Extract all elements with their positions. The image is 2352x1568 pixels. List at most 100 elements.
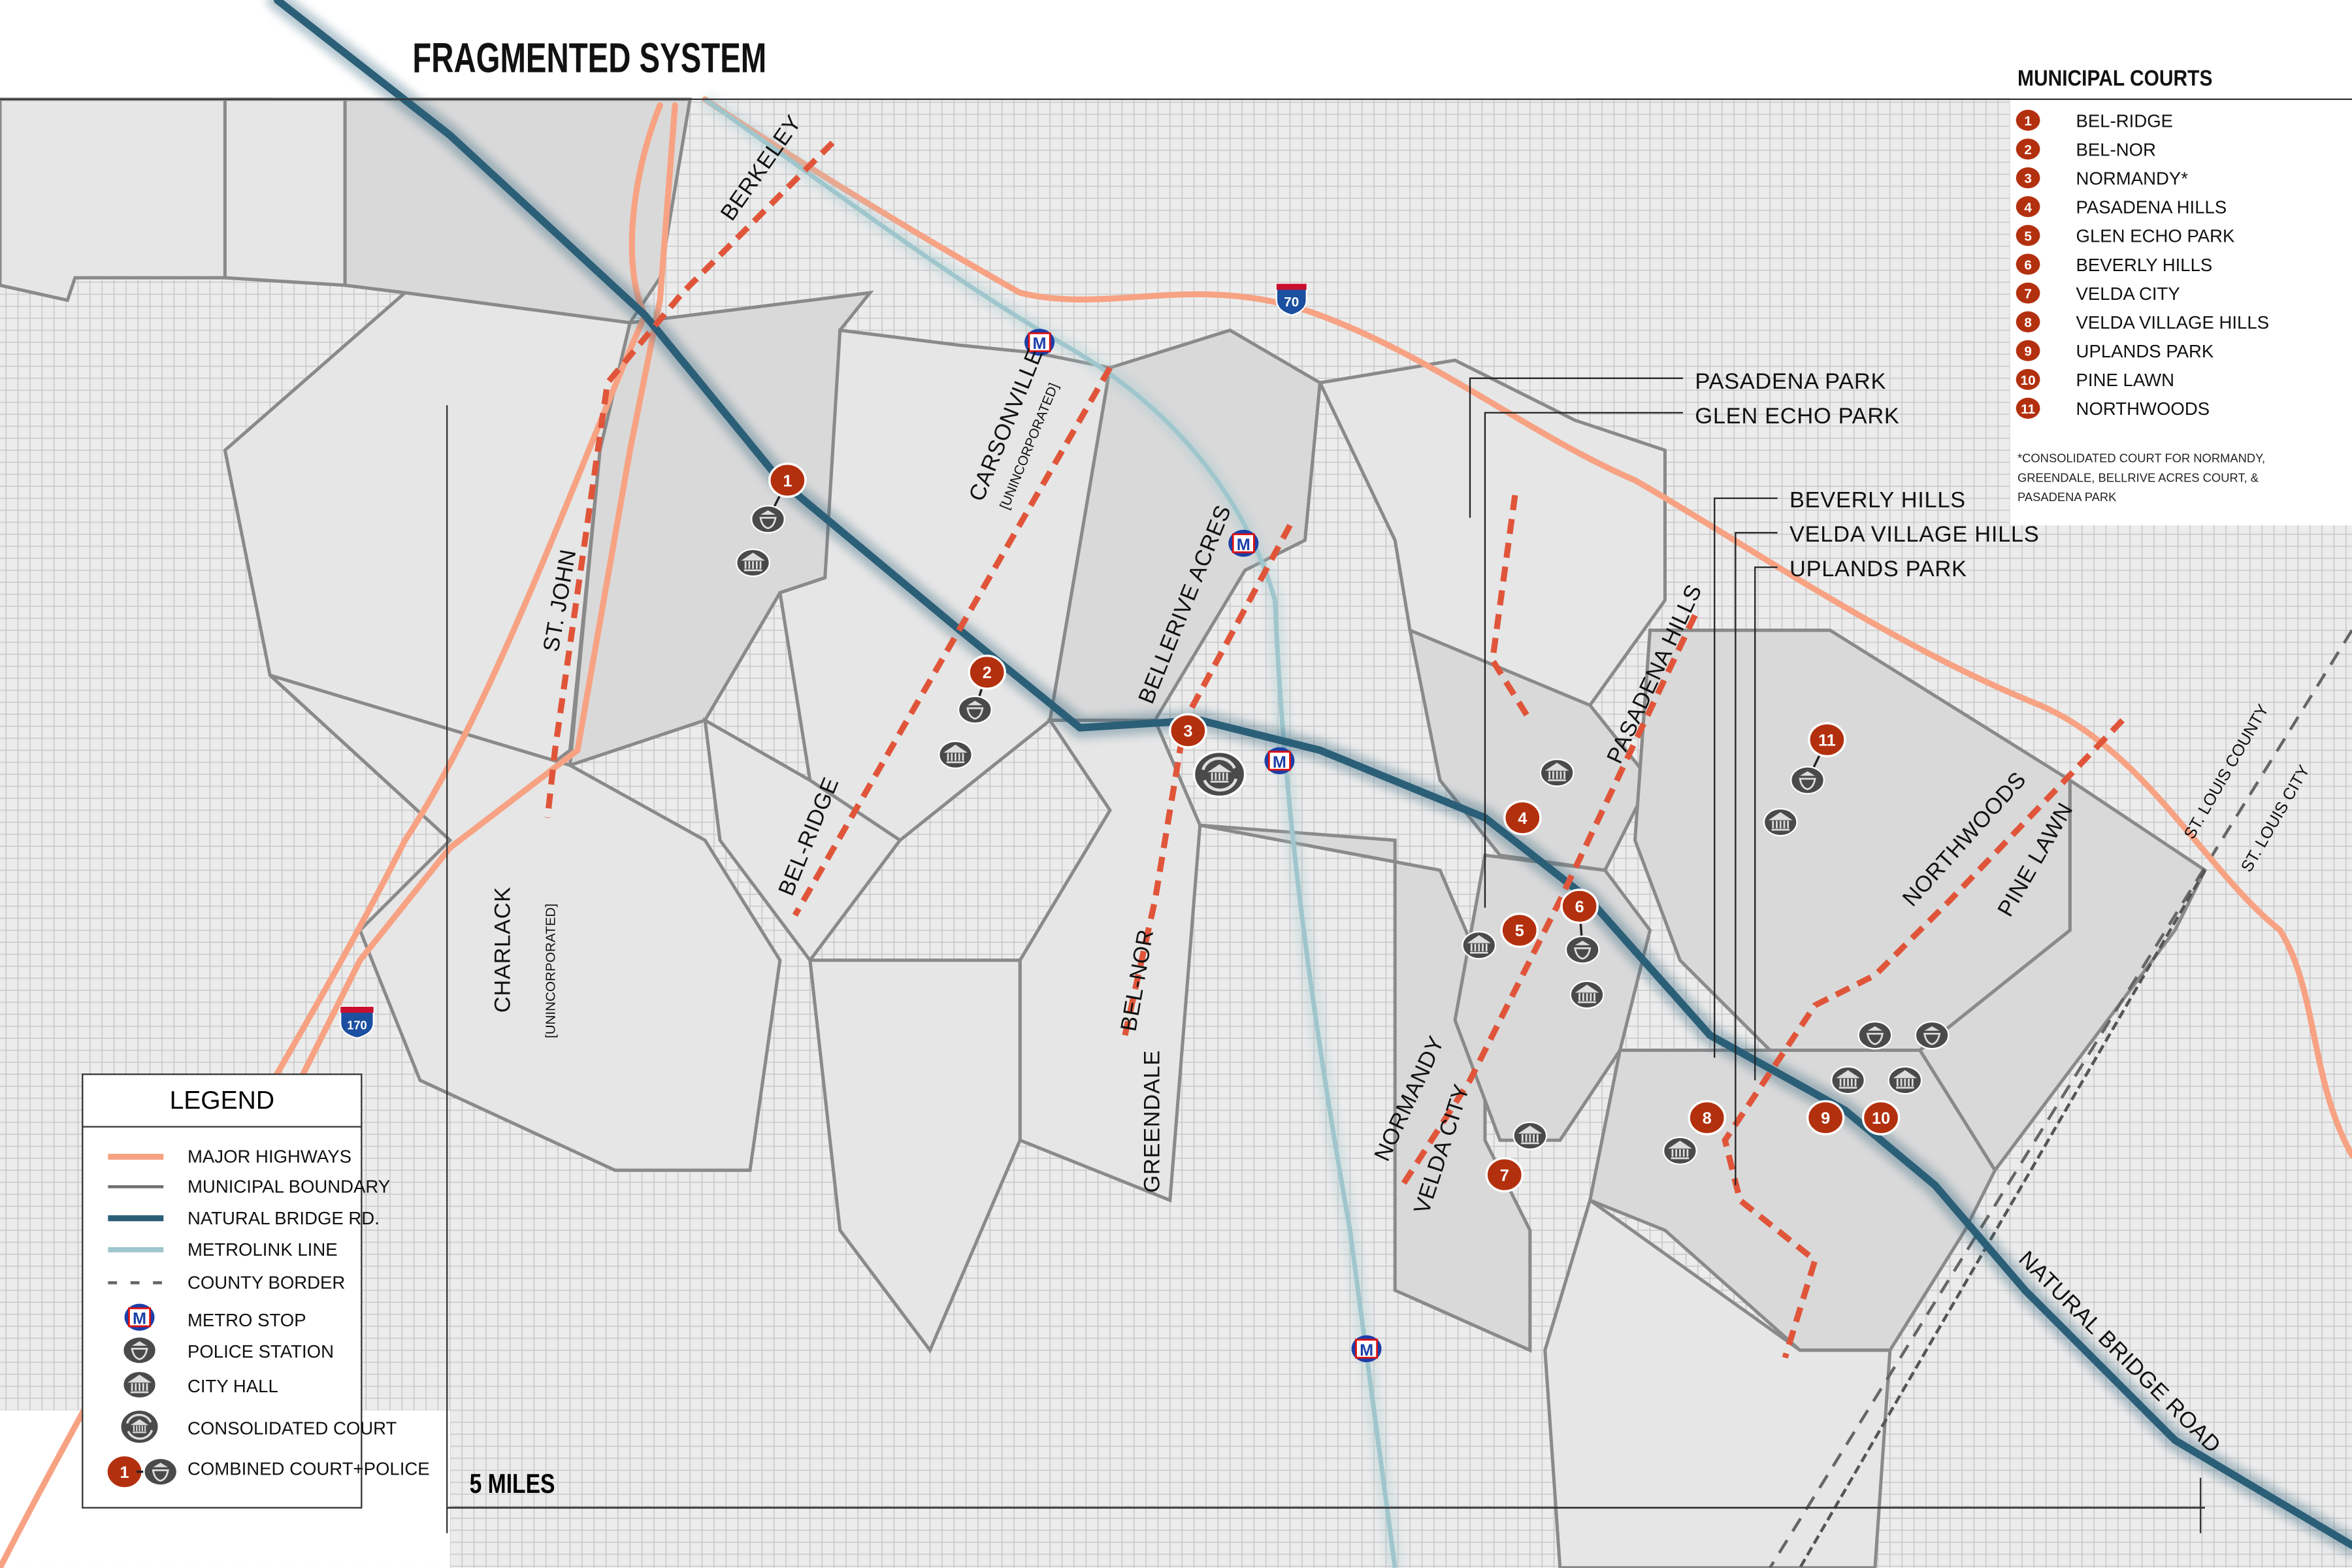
court-number: 10 [2021,373,2036,388]
court-marker-11[interactable]: 11 [1808,722,1846,758]
natural-bridge-road [267,0,2352,1556]
court-list-item: 6 BEVERLY HILLS [2016,253,2213,275]
city-hall-icon[interactable] [1512,1121,1548,1151]
place-label-charlack-unincorporated: [UNINCORPORATED] [543,904,558,1038]
city-hall-icon[interactable] [736,548,770,578]
city-hall-icon[interactable] [122,1370,157,1399]
legend-label-city-hall-icon: CITY HALL [188,1376,278,1396]
court-number: 1 [120,1463,129,1482]
court-number: 1 [783,472,792,490]
svg-text:M: M [133,1310,146,1328]
courts-footnote-line-2: GREENDALE, BELLRIVE ACRES COURT, & [2017,470,2259,484]
map-markers: M M M M 1 2 3 4 5 6 7 8 9 10 11 [736,329,1950,1363]
court-number: 5 [2024,229,2032,244]
police-station-icon[interactable] [122,1335,157,1365]
court-number: 7 [1500,1166,1509,1184]
city-hall-icon[interactable] [1663,1136,1697,1166]
court-number: 6 [2024,258,2032,273]
court-marker-4[interactable]: 4 [1503,800,1542,836]
metro-stop-icon[interactable]: M [1228,529,1259,557]
court-marker-5[interactable]: 5 [1500,912,1539,948]
court-marker-7[interactable]: 7 [1485,1157,1524,1193]
callout-glen-echo-park: GLEN ECHO PARK [1695,404,1899,429]
court-number: 1 [2024,114,2032,129]
court-marker-8[interactable]: 8 [1688,1100,1727,1135]
city-hall-icon[interactable] [1831,1066,1865,1095]
court-list-item: 2 BEL-NOR [2016,139,2156,159]
court-number: 9 [2024,344,2032,359]
court-number: 11 [2021,402,2035,417]
place-label-charlack: CHARLACK [491,887,515,1013]
court-list-item: 9 UPLANDS PARK [2016,340,2214,361]
court-name: NORTHWOODS [2076,399,2210,419]
court-marker-6[interactable]: 6 [1560,889,1599,924]
callout-beverly-hills: BEVERLY HILLS [1789,487,1966,512]
court-marker-3[interactable]: 3 [1169,713,1207,749]
interstate-shield-170: 170 [340,1005,374,1039]
court-list-item: 5 GLEN ECHO PARK [2016,225,2235,246]
metro-stop-icon[interactable]: M [1264,747,1295,775]
svg-text:M: M [1273,753,1286,772]
court-name: VELDA VILLAGE HILLS [2076,312,2270,333]
police-station-icon[interactable] [1790,766,1825,795]
city-hall-icon[interactable] [938,740,973,770]
court-number: 8 [2024,316,2032,331]
legend-label-boundary-line: MUNICIPAL BOUNDARY [188,1177,390,1197]
court-marker-1[interactable]: 1 [768,463,807,498]
scale-label: 5 MILES [470,1469,555,1499]
consolidated-court-icon[interactable] [1192,750,1247,798]
court-list-item: 11 NORTHWOODS [2016,397,2210,419]
legend-label-combined-court-police-icon: COMBINED COURT+POLICE [188,1458,430,1478]
court-name: GLEN ECHO PARK [2076,226,2236,246]
court-marker-10[interactable]: 10 [1861,1100,1901,1135]
metrolink-line [700,93,1403,1568]
page-title: FRAGMENTED SYSTEM [412,35,766,82]
metro-stop-icon[interactable]: M [1024,329,1055,356]
interstate-170 [297,102,678,1084]
court-marker-2[interactable]: 2 [968,654,1006,690]
legend-heading: LEGEND [170,1086,274,1115]
courts-footnote-line-3: PASADENA PARK [2017,490,2117,504]
court-name: UPLANDS PARK [2076,341,2214,361]
court-number: 8 [1703,1109,1712,1128]
court-name: BEVERLY HILLS [2076,255,2213,275]
court-number: 6 [1575,898,1584,916]
interstate-shield-70: 70 [1275,283,1307,316]
police-station-icon[interactable] [143,1457,178,1486]
court-number: 2 [983,664,992,682]
legend-label-dashed-line: COUNTY BORDER [188,1273,345,1293]
police-station-icon[interactable] [751,504,785,534]
court-name: BEL-NOR [2076,139,2156,159]
city-hall-icon[interactable] [1887,1066,1923,1095]
callout-pasadena-park: PASADENA PARK [1695,369,1886,394]
svg-text:M: M [1237,536,1250,554]
police-station-icon[interactable] [1857,1021,1893,1050]
court-name: VELDA CITY [2076,284,2180,304]
police-station-icon[interactable] [1914,1021,1950,1050]
court-name: NORMANDY* [2076,169,2189,189]
legend-label-police-station-icon: POLICE STATION [188,1341,334,1362]
metro-stop-icon[interactable]: M [1351,1335,1382,1363]
city-hall-icon[interactable] [1539,758,1575,787]
legend-label-consolidated-court-icon: CONSOLIDATED COURT [188,1418,397,1438]
court-marker-9[interactable]: 9 [1806,1100,1845,1135]
court-number: 2 [2024,142,2032,157]
callout-leaders [1469,377,1778,1186]
city-hall-icon[interactable] [1462,931,1497,960]
court-number: 3 [1183,723,1192,741]
consolidated-court-icon[interactable] [119,1409,160,1445]
callout-labels: PASADENA PARK GLEN ECHO PARK BEVERLY HIL… [1695,369,2039,581]
police-station-icon[interactable] [1565,935,1600,964]
city-hall-icon[interactable] [1569,980,1605,1009]
city-hall-icon[interactable] [1763,808,1798,837]
callout-velda-village-hills: VELDA VILLAGE HILLS [1789,522,2039,547]
metro-stop-icon[interactable]: M [124,1303,155,1331]
police-station-icon[interactable] [957,695,992,725]
courts-heading: MUNICIPAL COURTS [2017,66,2212,91]
